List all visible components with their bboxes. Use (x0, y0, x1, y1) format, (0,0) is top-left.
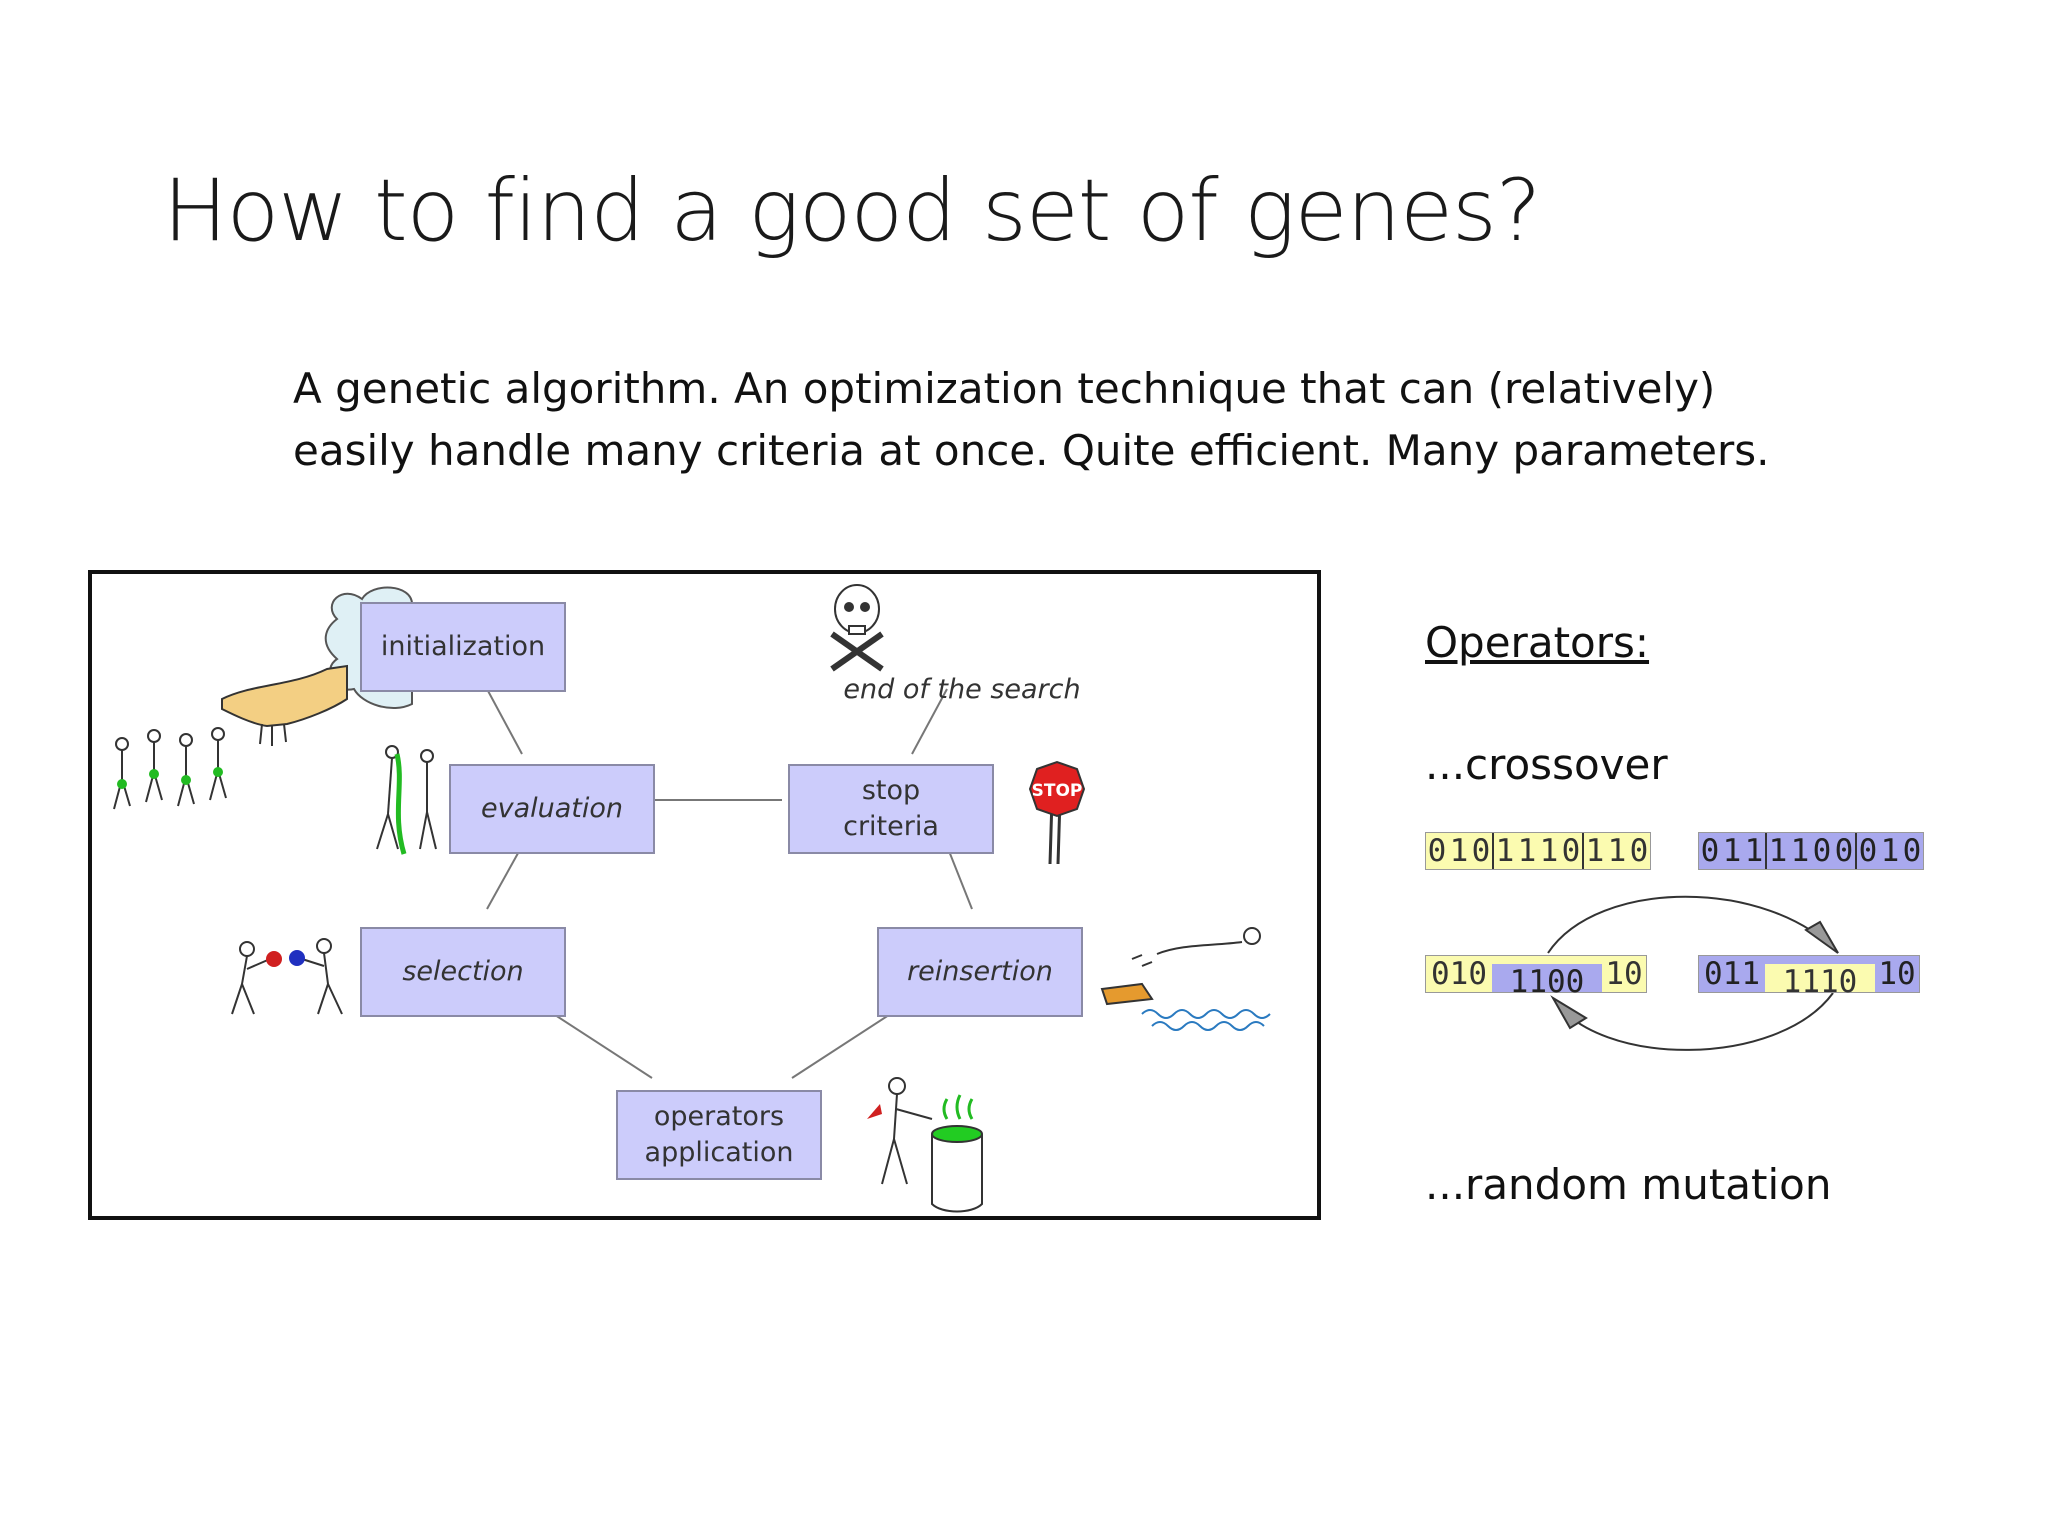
gene-bit: 1 (1765, 833, 1789, 869)
intro-text: A genetic algorithm. An optimization tec… (293, 358, 1793, 482)
gene-bit: 1 (1722, 833, 1742, 869)
red-glove-icon (266, 951, 282, 967)
child1-left: 010 (1431, 956, 1487, 992)
diving-swimmer-icon (1100, 927, 1271, 1031)
stop-sign-text: STOP (1032, 781, 1083, 801)
node-selection: selection (360, 927, 566, 1017)
crossover-label: ...crossover (1425, 740, 1668, 789)
node-initialization: initialization (360, 602, 566, 692)
population-people-icon (113, 727, 227, 810)
gene-bit: 0 (1855, 833, 1879, 869)
gene-bit: 1 (1582, 833, 1606, 869)
end-of-search-label: end of the search (843, 674, 1081, 705)
gene-bit: 1 (1607, 833, 1627, 869)
gene-bit: 0 (1561, 833, 1581, 869)
slide-title: How to find a good set of genes? (163, 161, 1541, 261)
node-evaluation: evaluation (449, 764, 655, 854)
gene-bit: 1 (1517, 833, 1537, 869)
operators-heading: Operators: (1425, 618, 1650, 667)
gene-bit: 1 (1744, 833, 1764, 869)
gene-bit: 0 (1427, 833, 1447, 869)
gene-bit: 0 (1629, 833, 1649, 869)
child-chromosome-2: 011 1110 10 (1698, 955, 1920, 1000)
gene-bit: 1 (1539, 833, 1559, 869)
crossover-arrows (1547, 895, 1839, 1051)
green-gene-marks (117, 767, 223, 789)
gene-bit: 0 (1902, 833, 1922, 869)
measuring-people-icon (376, 745, 437, 855)
pointing-hand-icon (221, 664, 348, 746)
blue-glove-icon (289, 950, 305, 966)
stop-sign-icon: STOP (1028, 760, 1086, 865)
node-stop-criteria: stop criteria (788, 764, 994, 854)
genetic-algorithm-diagram: STOP initialization evaluat (88, 570, 1321, 1220)
node-reinsertion: reinsertion (877, 927, 1083, 1017)
intro-line-2: easily handle many criteria at once. Qui… (293, 426, 1770, 475)
gene-bit: 0 (1700, 833, 1720, 869)
gene-bit: 0 (1812, 833, 1832, 869)
child2-right: 10 (1878, 956, 1916, 992)
child1-middle: 1100 (1492, 964, 1602, 1000)
gene-bit: 1 (1790, 833, 1810, 869)
gene-bit: 1 (1880, 833, 1900, 869)
child2-left: 011 (1704, 956, 1760, 992)
connector-lines (486, 688, 973, 1079)
child-chromosome-1: 010 1100 10 (1425, 955, 1647, 1000)
skull-crossbones-icon (830, 584, 884, 672)
intro-line-1: A genetic algorithm. An optimization tec… (293, 364, 1716, 413)
gene-bit: 0 (1834, 833, 1854, 869)
child2-middle: 1110 (1765, 964, 1875, 1000)
node-operators-application: operators application (616, 1090, 822, 1180)
random-mutation-label: ...random mutation (1425, 1160, 1832, 1209)
gene-bit: 1 (1492, 833, 1516, 869)
gene-bit: 1 (1449, 833, 1469, 869)
cauldron-person-icon (867, 1077, 983, 1213)
gene-bit: 0 (1471, 833, 1491, 869)
boxing-people-icon (231, 938, 343, 1015)
child1-right: 10 (1605, 956, 1643, 992)
